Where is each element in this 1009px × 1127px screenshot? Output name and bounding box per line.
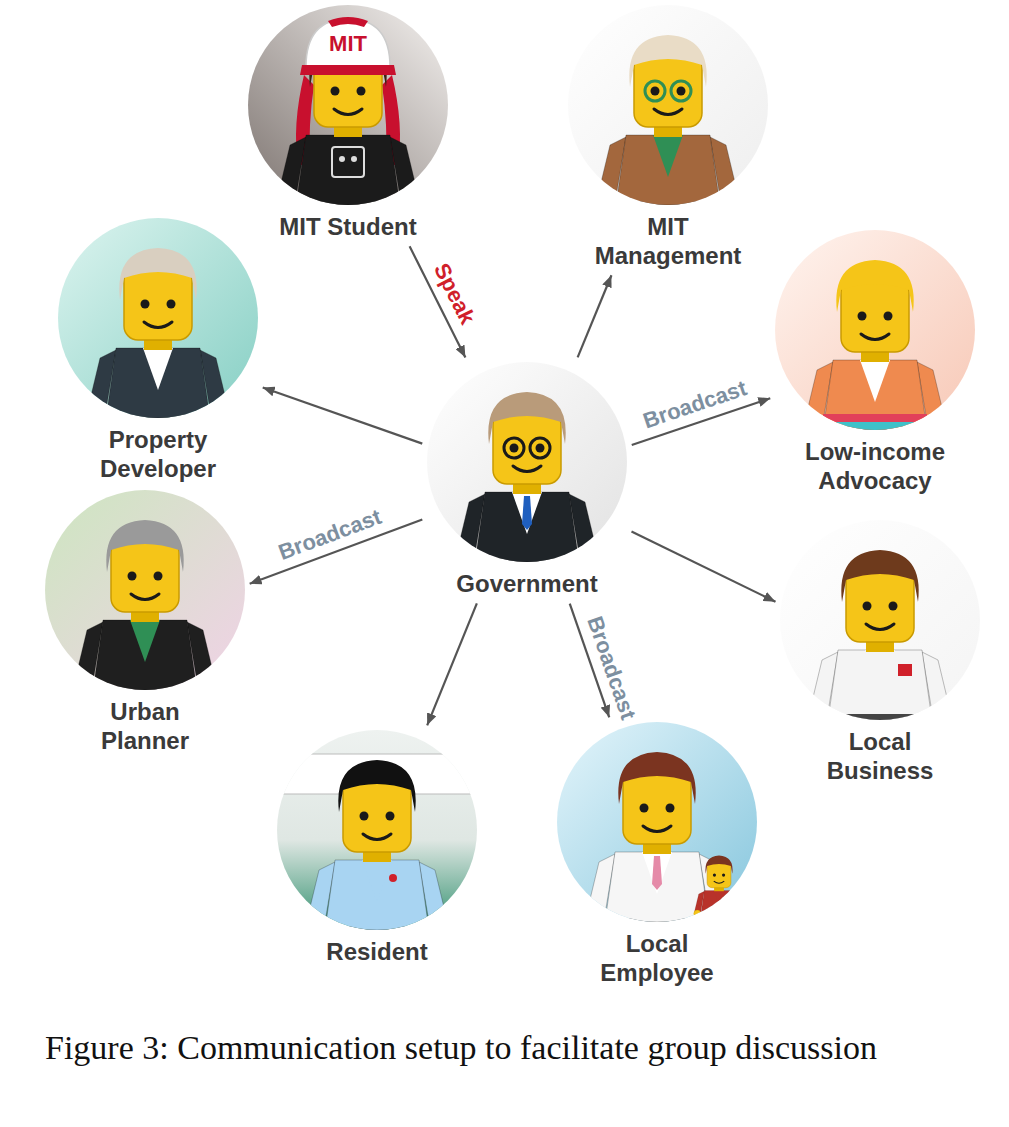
stakeholder-node: MIT Management	[568, 5, 768, 271]
figure-caption: Figure 3: Communication setup to facilit…	[45, 1028, 975, 1069]
stakeholder-node: Local Employee	[557, 722, 757, 988]
avatar-slot	[427, 362, 627, 570]
message-arrow	[578, 275, 612, 357]
advocacy-avatar	[775, 230, 975, 450]
avatar-slot	[568, 5, 768, 213]
stakeholder-label: Resident	[299, 938, 455, 967]
resident-avatar	[277, 730, 477, 950]
edge-label: Speak	[426, 256, 481, 331]
stakeholder-label: Local Business	[802, 728, 958, 786]
edge-label: Broadcast	[272, 503, 388, 567]
government-avatar	[427, 362, 627, 582]
developer-avatar	[58, 218, 258, 438]
stakeholder-label: Property Developer	[80, 426, 236, 484]
edge-label: Broadcast	[637, 374, 753, 435]
stakeholder-node: Urban Planner	[45, 490, 245, 756]
message-arrow	[631, 531, 775, 601]
management-avatar	[568, 5, 768, 225]
avatar-slot	[557, 722, 757, 930]
stakeholder-label: Urban Planner	[67, 698, 223, 756]
stakeholder-label: MIT Student	[270, 213, 426, 242]
avatar-slot	[45, 490, 245, 698]
planner-avatar	[45, 490, 245, 710]
message-arrow	[427, 603, 477, 725]
student-avatar	[248, 5, 448, 225]
avatar-slot	[277, 730, 477, 938]
stakeholder-node: Property Developer	[58, 218, 258, 484]
stakeholder-label: Government	[449, 570, 605, 599]
message-arrow	[263, 388, 423, 444]
avatar-slot	[780, 520, 980, 728]
stakeholder-node: Resident	[277, 730, 477, 967]
business-avatar	[780, 520, 980, 740]
stakeholder-label: Low-income Advocacy	[797, 438, 953, 496]
stakeholder-label: Local Employee	[579, 930, 735, 988]
stakeholder-label: MIT Management	[590, 213, 746, 271]
stakeholder-node: Government	[427, 362, 627, 599]
stakeholder-node: Low-income Advocacy	[775, 230, 975, 496]
employee-avatar	[557, 722, 757, 942]
avatar-slot	[58, 218, 258, 426]
stakeholder-node: Local Business	[780, 520, 980, 786]
edge-label: Broadcast	[580, 610, 642, 726]
avatar-slot	[775, 230, 975, 438]
cap-lettering: MIT	[329, 33, 367, 55]
